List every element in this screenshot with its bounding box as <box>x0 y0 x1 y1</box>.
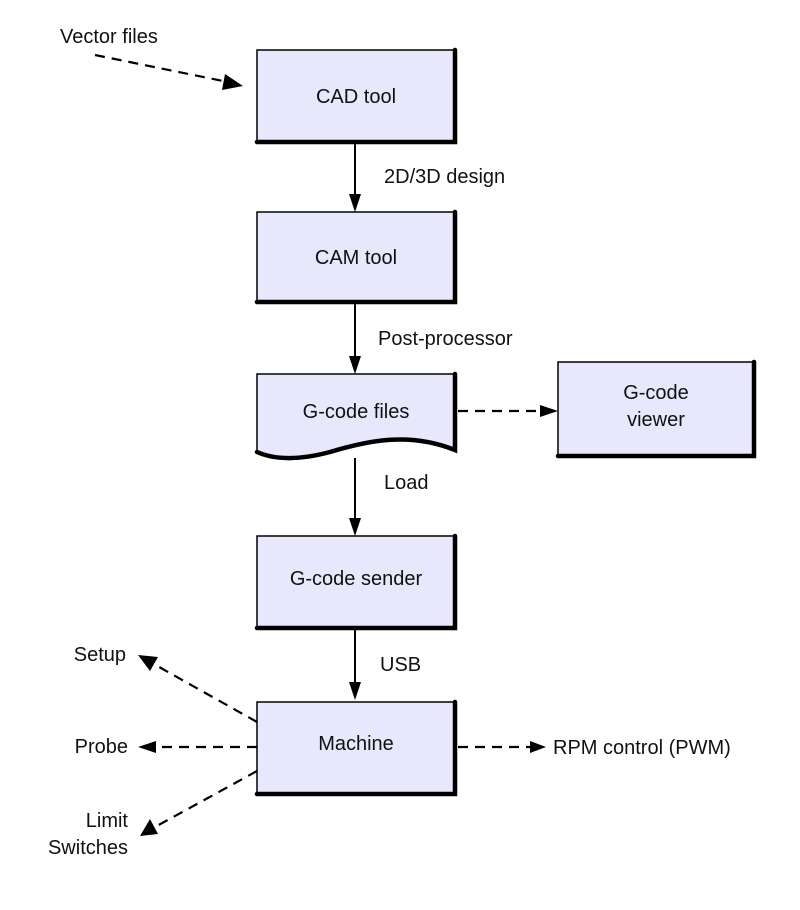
edge-vector-to-cad <box>94 53 243 90</box>
edge-machine-to-probe <box>138 741 257 753</box>
label-load: Load <box>384 472 429 494</box>
label-probe: Probe <box>75 736 128 758</box>
label-usb: USB <box>380 654 421 676</box>
node-viewer-label-line1: G-code <box>623 382 689 404</box>
edge-machine-to-setup <box>138 655 258 723</box>
label-switches: Switches <box>48 837 128 859</box>
label-post-processor: Post-processor <box>378 328 513 350</box>
node-machine[interactable]: Machine <box>254 699 458 797</box>
edge-cam-to-gcode-files <box>349 304 361 374</box>
edge-machine-to-rpm-control <box>458 741 546 753</box>
node-viewer-label-line2: viewer <box>627 409 685 431</box>
edge-cad-to-cam <box>349 144 361 212</box>
node-cam-label: CAM tool <box>315 247 397 269</box>
node-cad-label: CAD tool <box>316 86 396 108</box>
label-vector-files: Vector files <box>60 26 158 48</box>
edge-gcode-files-to-sender <box>349 458 361 536</box>
label-limit: Limit <box>86 810 129 832</box>
node-cad-tool[interactable]: CAD tool <box>254 47 458 145</box>
node-gcode-files[interactable]: G-code files <box>254 371 458 461</box>
node-gcode-viewer[interactable]: G-code viewer <box>555 359 757 459</box>
node-sender-label: G-code sender <box>290 568 423 590</box>
edge-machine-to-limit-switches <box>140 770 258 836</box>
label-rpm-control: RPM control (PWM) <box>553 737 731 759</box>
label-2d3d-design: 2D/3D design <box>384 166 505 188</box>
edge-gcode-files-to-viewer <box>458 405 558 417</box>
node-machine-label: Machine <box>318 733 394 755</box>
node-gcode-files-label: G-code files <box>303 401 410 423</box>
edge-sender-to-machine <box>349 630 361 700</box>
node-gcode-sender[interactable]: G-code sender <box>254 533 458 631</box>
label-setup: Setup <box>74 644 126 666</box>
node-cam-tool[interactable]: CAM tool <box>254 209 458 305</box>
